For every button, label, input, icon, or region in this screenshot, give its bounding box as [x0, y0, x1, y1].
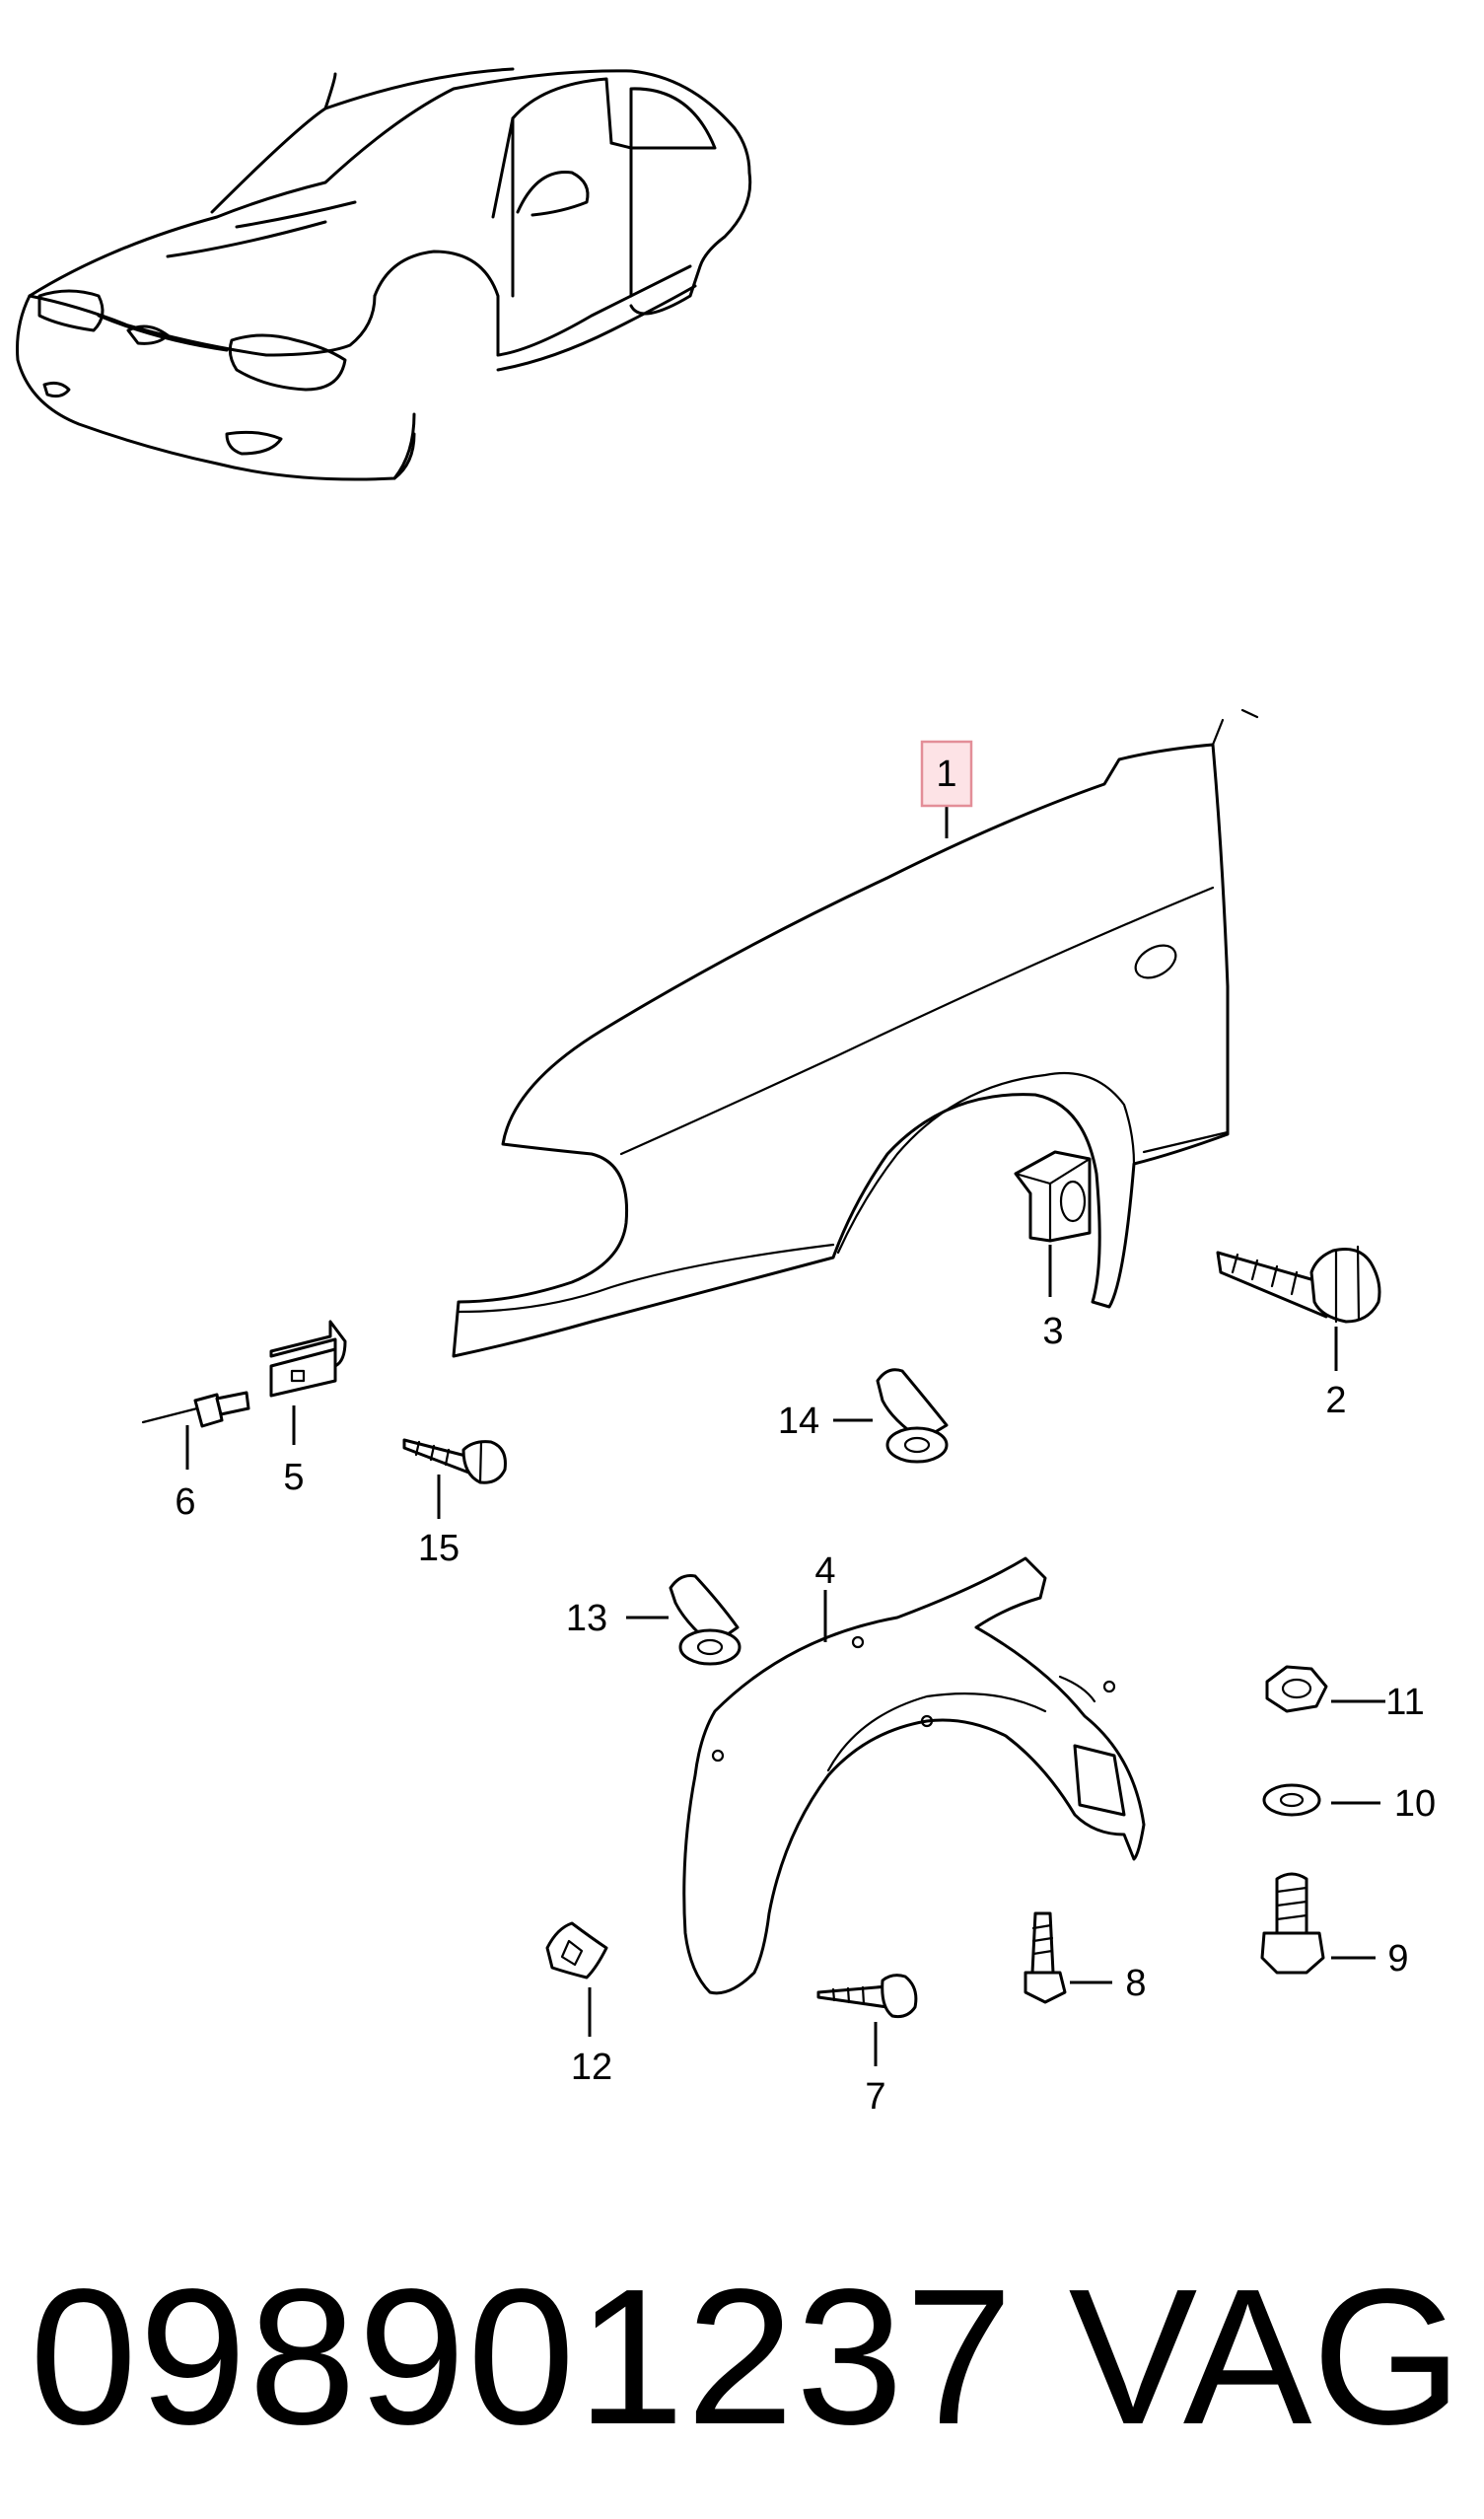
callout-14[interactable]: 14 [778, 1401, 819, 1442]
flange-screw-part-7[interactable] [816, 1974, 918, 2019]
callout-10[interactable]: 10 [1394, 1783, 1436, 1825]
tapping-screw-part[interactable] [1024, 1911, 1067, 2004]
expanding-nut-part-13[interactable] [669, 1574, 742, 1666]
footer: 098901237 VAG [0, 2239, 1484, 2476]
car-overview-illustration [16, 67, 752, 481]
clip-nut-part[interactable] [545, 1921, 608, 1979]
callout-8[interactable]: 8 [1125, 1963, 1146, 2004]
washer-part[interactable] [1262, 1783, 1321, 1817]
callout-5[interactable]: 5 [283, 1457, 304, 1498]
wheel-housing-liner-part[interactable] [682, 1556, 1146, 1995]
blind-rivet-part[interactable] [141, 1391, 250, 1428]
callout-15[interactable]: 15 [418, 1528, 459, 1569]
bracket-part[interactable] [1014, 1150, 1092, 1243]
hex-bolt-part[interactable] [1216, 1245, 1381, 1324]
hex-bolt-part-9[interactable] [1260, 1872, 1325, 1975]
clip-plate-part[interactable] [269, 1320, 347, 1398]
front-fender-part[interactable] [452, 708, 1259, 1358]
callout-3[interactable]: 3 [1042, 1311, 1063, 1352]
callout-4[interactable]: 4 [814, 1550, 835, 1592]
callout-11[interactable]: 11 [1385, 1682, 1424, 1723]
brand-name: VAG [1068, 2249, 1462, 2465]
callout-9[interactable]: 9 [1387, 1938, 1408, 1979]
leader-lines [185, 806, 1385, 2066]
callout-13[interactable]: 13 [566, 1598, 607, 1639]
part-number: 098901237 [30, 2249, 1016, 2465]
callout-1-highlight [920, 740, 973, 808]
callout-2[interactable]: 2 [1325, 1380, 1346, 1421]
hex-nut-part[interactable] [1265, 1665, 1328, 1713]
callout-12[interactable]: 12 [571, 2047, 612, 2088]
callout-7[interactable]: 7 [865, 2076, 885, 2118]
callout-1[interactable]: 1 [936, 754, 956, 795]
flange-screw-part[interactable] [402, 1438, 507, 1484]
expanding-nut-part[interactable] [876, 1368, 949, 1464]
callout-6[interactable]: 6 [175, 1481, 195, 1523]
